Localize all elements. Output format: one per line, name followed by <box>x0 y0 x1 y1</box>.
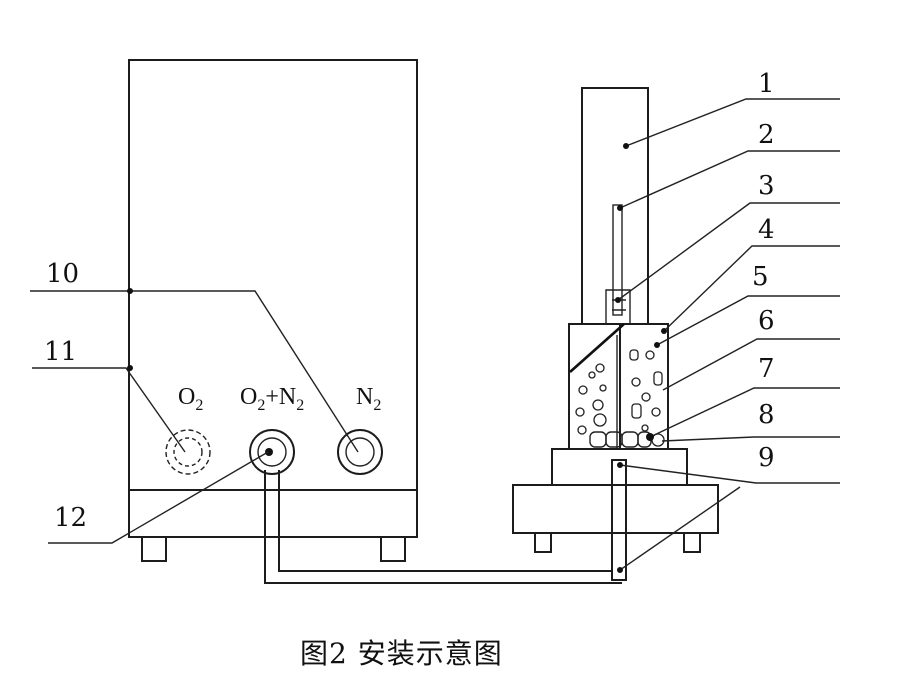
gas-inlet-pipe <box>611 459 627 581</box>
figure-caption: 图2 安装示意图 <box>300 637 503 670</box>
o2-port-label: O2 <box>178 384 203 414</box>
apparatus-foot-left <box>534 532 552 553</box>
callouts-right: 1 2 3 4 5 6 <box>615 69 840 573</box>
svg-text:12: 12 <box>54 503 87 533</box>
tall-tube <box>581 87 649 325</box>
callout-8: 8 <box>661 400 840 442</box>
svg-text:5: 5 <box>752 262 769 292</box>
svg-text:2: 2 <box>758 120 775 150</box>
svg-text:8: 8 <box>758 400 775 430</box>
apparatus-base <box>512 484 719 534</box>
svg-text:9: 9 <box>758 443 775 473</box>
callout-4: 4 <box>661 215 840 334</box>
callout-5: 5 <box>654 262 840 348</box>
svg-text:11: 11 <box>44 337 77 367</box>
callout-7: 7 <box>646 354 840 441</box>
callout-1: 1 <box>623 69 840 149</box>
svg-text:6: 6 <box>758 306 775 336</box>
o2-port <box>165 429 211 475</box>
callout-11: 11 <box>32 337 186 453</box>
callout-9-inlet-leader <box>617 486 741 573</box>
svg-text:10: 10 <box>46 259 79 289</box>
callout-9: 9 <box>617 443 840 484</box>
svg-text:3: 3 <box>758 171 775 201</box>
svg-text:4: 4 <box>758 215 775 245</box>
callout-10: 10 <box>30 259 359 453</box>
probe-rod <box>612 204 623 316</box>
mix-port <box>249 429 295 475</box>
cabinet-foot-right <box>380 536 406 562</box>
n2-port <box>337 429 383 475</box>
chamber-holes-right <box>629 349 663 432</box>
cabinet-foot-left <box>141 536 167 562</box>
chamber-holes-left <box>575 363 607 435</box>
callout-3: 3 <box>615 171 840 303</box>
cabinet-body <box>128 59 418 491</box>
n2-port-label: N2 <box>356 384 381 414</box>
cabinet-base <box>128 489 418 538</box>
apparatus-foot-right <box>683 532 701 553</box>
callout-12: 12 <box>48 451 269 544</box>
callout-2: 2 <box>617 120 840 211</box>
svg-text:7: 7 <box>758 354 775 384</box>
gas-cabinet: O2 O2+N2 N2 <box>128 59 418 562</box>
apparatus <box>512 87 719 581</box>
svg-text:1: 1 <box>758 69 775 99</box>
gas-tube <box>264 470 622 584</box>
callouts-left: 10 11 12 <box>30 259 359 544</box>
mix-port-label: O2+N2 <box>240 384 304 414</box>
callout-6: 6 <box>662 306 840 391</box>
